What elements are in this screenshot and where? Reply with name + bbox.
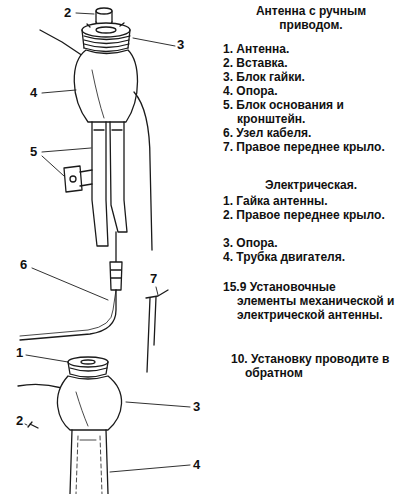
callout-number: 5 xyxy=(30,145,37,159)
legend-item: 3. Блок гайки. xyxy=(223,70,397,84)
legend-item: 2. Правое переднее крыло. xyxy=(223,208,397,222)
base-bracket xyxy=(64,122,127,246)
antenna-wire xyxy=(18,384,62,388)
callout-number: 1 xyxy=(16,346,23,360)
screw xyxy=(28,422,38,428)
legend-item: 10. Установку проводите в обратном xyxy=(231,352,397,380)
legend-item: 4. Трубка двигателя. xyxy=(223,250,397,264)
legend-heading: Антенна с ручным приводом. xyxy=(228,4,394,32)
leader-lines xyxy=(32,13,175,300)
leader-lines xyxy=(25,355,190,472)
legend-item: 1. Гайка антенны. xyxy=(223,194,397,208)
callout-number: 3 xyxy=(193,400,200,414)
legend-item: 1. Антенна. xyxy=(223,42,397,56)
motor-tube xyxy=(70,430,108,494)
legend-heading: Электрическая. xyxy=(228,178,394,192)
fender-section xyxy=(146,290,168,372)
support-body xyxy=(57,376,121,430)
cable-assembly xyxy=(20,232,122,340)
legend-item: 3. Опора. xyxy=(223,236,397,250)
legend-item: 4. Опора. xyxy=(223,84,397,98)
support-shade xyxy=(76,392,88,426)
callout-number: 4 xyxy=(193,458,200,472)
callout-number: 7 xyxy=(150,272,157,286)
nut-block xyxy=(82,23,130,52)
callout-number: 2 xyxy=(64,6,71,20)
support-shade xyxy=(92,70,104,118)
antenna-wire xyxy=(40,30,86,58)
support-body xyxy=(74,50,137,122)
lead-wire xyxy=(134,92,152,250)
antenna-nut xyxy=(68,357,108,377)
callout-number: 3 xyxy=(177,38,184,52)
legend-item: 2. Вставка. xyxy=(223,56,397,70)
figure-caption: 15.9 Установочные элементы механической … xyxy=(223,280,397,322)
callout-number: 2 xyxy=(16,414,23,428)
legend-item: 7. Правое переднее крыло. xyxy=(223,140,397,154)
callout-number: 4 xyxy=(30,86,37,100)
legend-item: 5. Блок основания и кронштейн. xyxy=(223,98,397,126)
legend-item: 6. Узел кабеля. xyxy=(223,126,397,140)
callout-number: 6 xyxy=(20,258,27,272)
